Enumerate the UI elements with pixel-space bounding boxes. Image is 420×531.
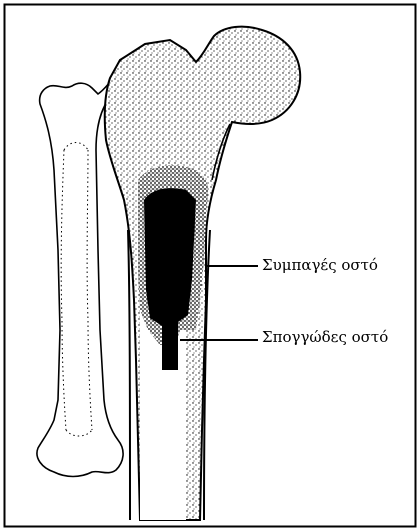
compact-bone-label: Συμπαγές οστό: [262, 258, 378, 273]
spongy-bone-label: Σπογγώδες οστό: [262, 330, 388, 345]
